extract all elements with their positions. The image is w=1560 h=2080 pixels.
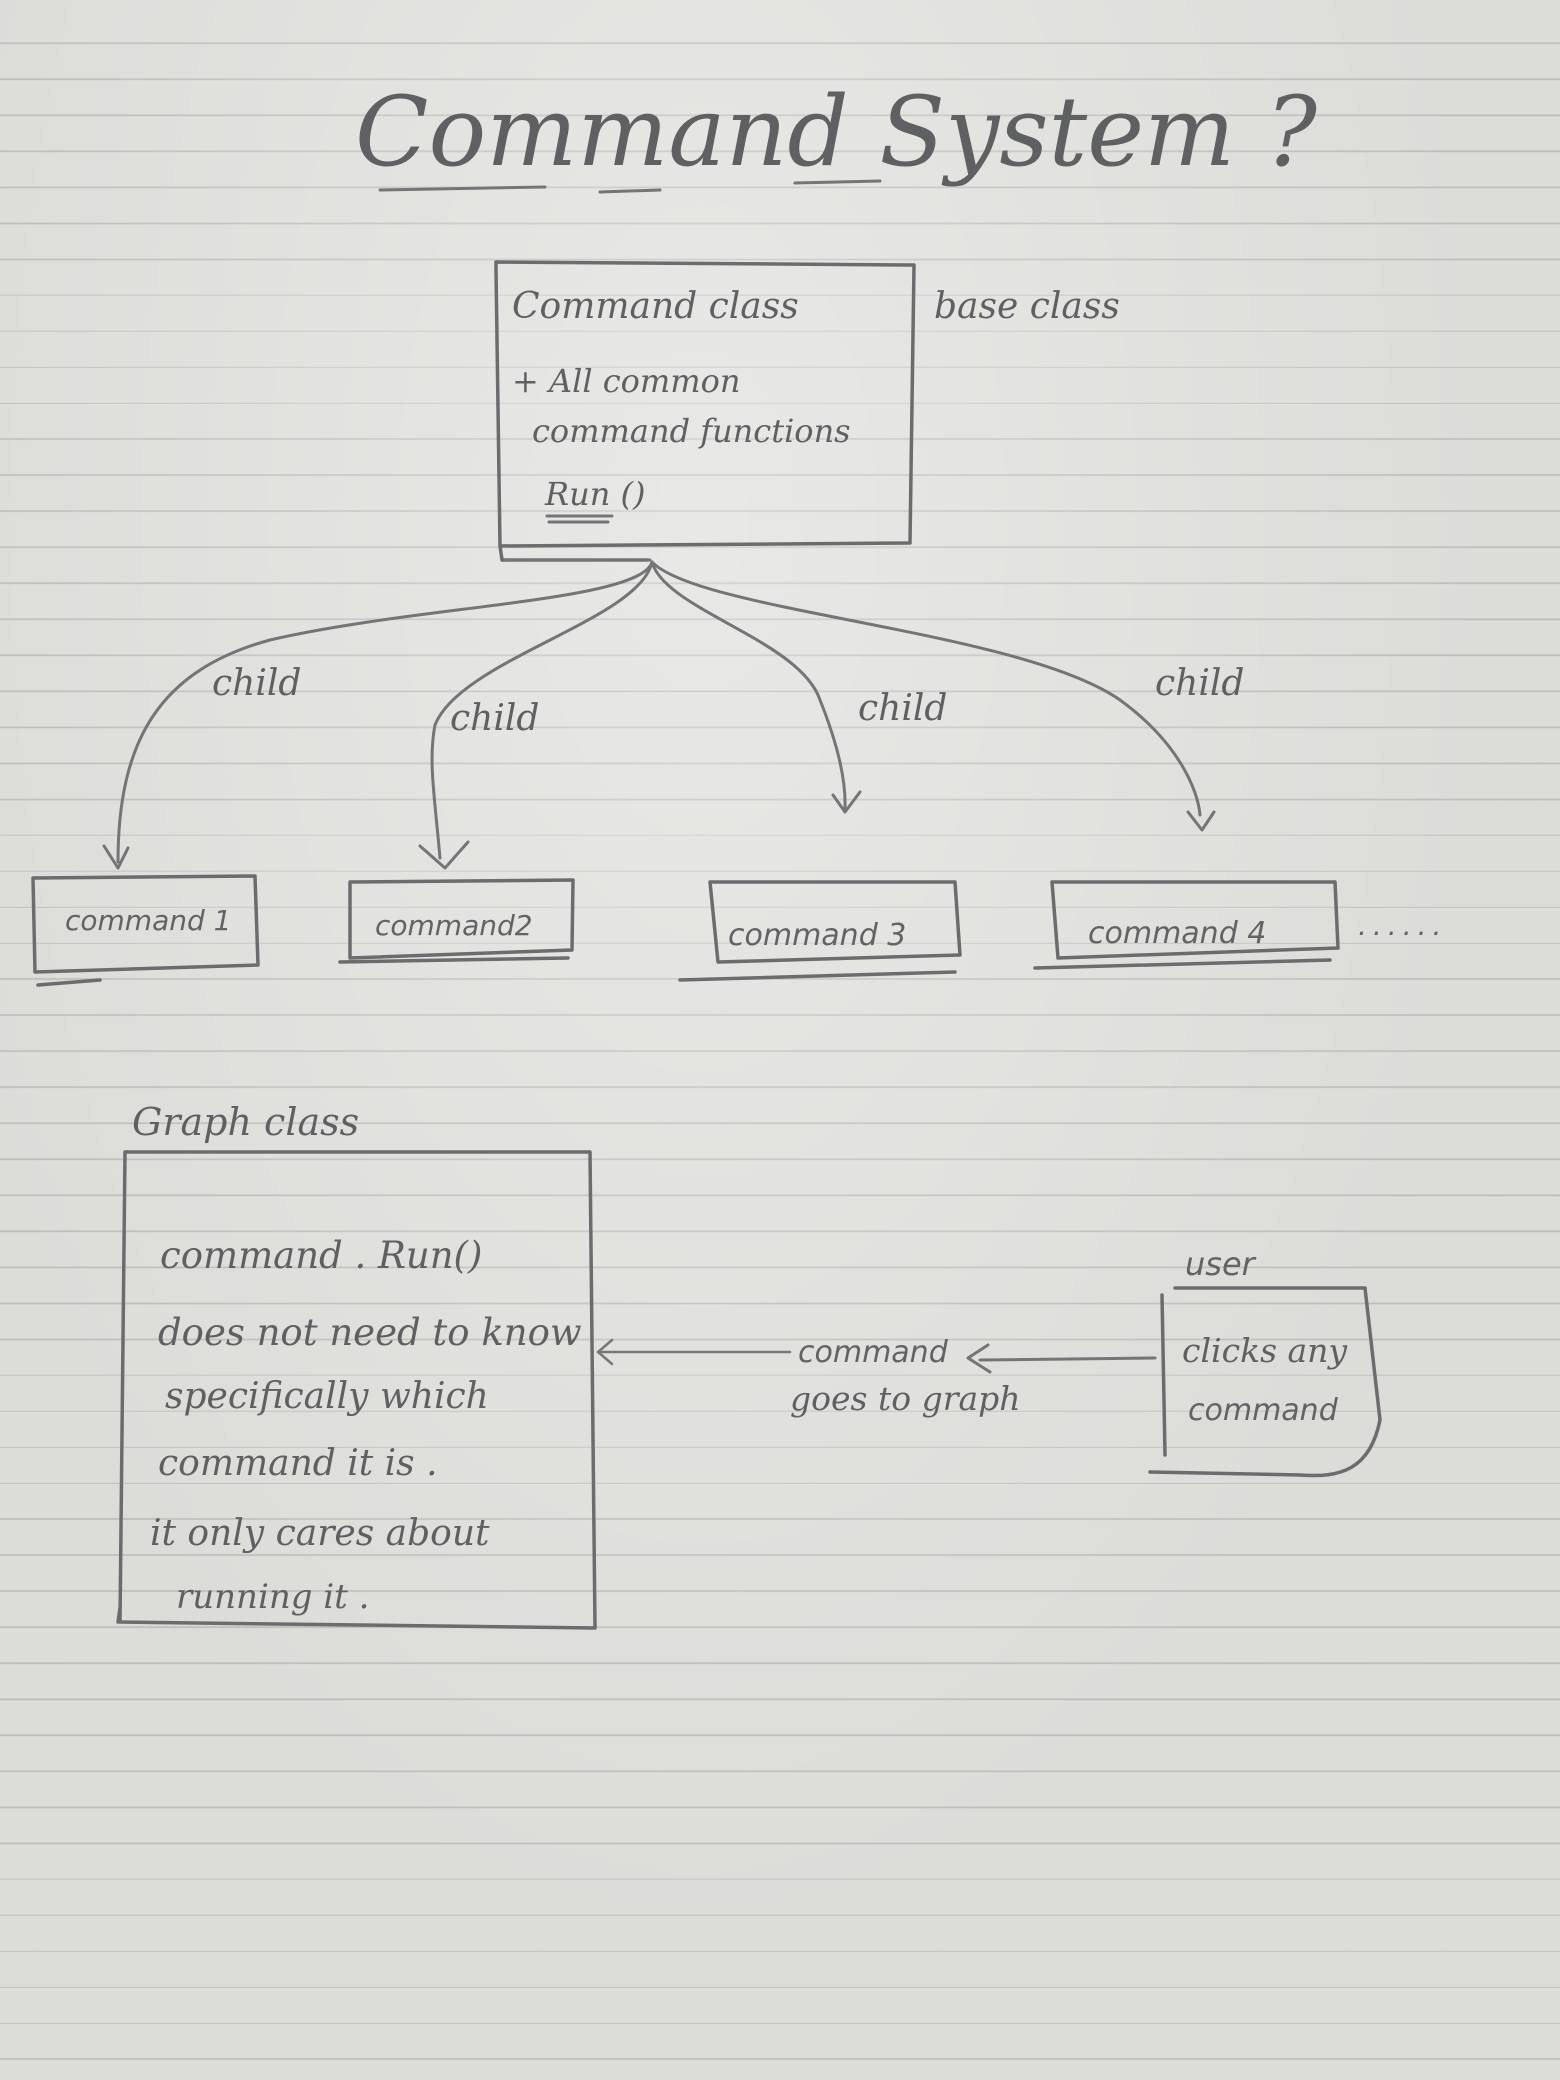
edge-label-child-2: child — [450, 698, 539, 739]
arrowhead-command-2 — [418, 840, 470, 870]
command-3-label: command 3 — [728, 918, 906, 953]
command-3-box — [678, 880, 962, 982]
base-class-method-underline — [545, 514, 614, 524]
base-class-box — [494, 260, 916, 562]
arrowhead-user-to-flow — [966, 1343, 992, 1374]
graph-class-line-5: it only cares about — [150, 1513, 490, 1554]
edge-label-child-1: child — [212, 663, 301, 704]
user-box — [1148, 1286, 1382, 1478]
flow-label-line-1: command — [798, 1335, 949, 1370]
branch-to-command-1 — [116, 560, 654, 864]
graph-class-line-1: command . Run() — [160, 1234, 482, 1277]
branch-to-command-2 — [430, 560, 654, 860]
edge-label-child-4: child — [1155, 663, 1244, 704]
edge-label-child-3: child — [858, 688, 947, 729]
command-2-box — [338, 878, 575, 964]
graph-class-line-4: command it is . — [158, 1443, 438, 1484]
command-4-box — [1033, 880, 1340, 970]
title-underline — [378, 179, 882, 194]
arrow-user-to-flow — [978, 1356, 1157, 1362]
arrowhead-command-4 — [1186, 810, 1216, 832]
graph-class-title: Graph class — [132, 1100, 359, 1144]
base-class-line-2: command functions — [532, 412, 851, 450]
branch-to-command-4 — [650, 560, 1202, 817]
more-commands-ellipsis: ...... — [1358, 909, 1447, 942]
arrowhead-command-3 — [831, 790, 862, 814]
base-class-title: Command class — [512, 286, 799, 327]
graph-class-line-6: running it . — [176, 1577, 369, 1617]
graph-class-line-3: specifically which — [165, 1376, 489, 1417]
base-class-line-1: + All common — [512, 362, 740, 400]
arrowhead-flow-to-graph — [596, 1338, 614, 1366]
command-2-label: command2 — [375, 909, 533, 942]
branch-to-command-3 — [650, 560, 847, 810]
arrowhead-command-1 — [102, 844, 130, 870]
command-1-box — [31, 874, 260, 987]
base-class-side-label: base class — [934, 286, 1120, 327]
graph-class-line-2: does not need to know — [158, 1311, 582, 1354]
flow-label-line-2: goes to graph — [790, 1379, 1021, 1418]
user-line-1: clicks any — [1182, 1331, 1347, 1370]
diagram-title: Command System ? — [355, 76, 1318, 188]
graph-class-box — [116, 1150, 597, 1630]
user-line-2: command — [1188, 1393, 1339, 1428]
command-4-label: command 4 — [1088, 916, 1266, 951]
base-class-method: Run () — [544, 475, 645, 513]
user-label: user — [1185, 1245, 1257, 1283]
command-1-label: command 1 — [65, 904, 231, 937]
